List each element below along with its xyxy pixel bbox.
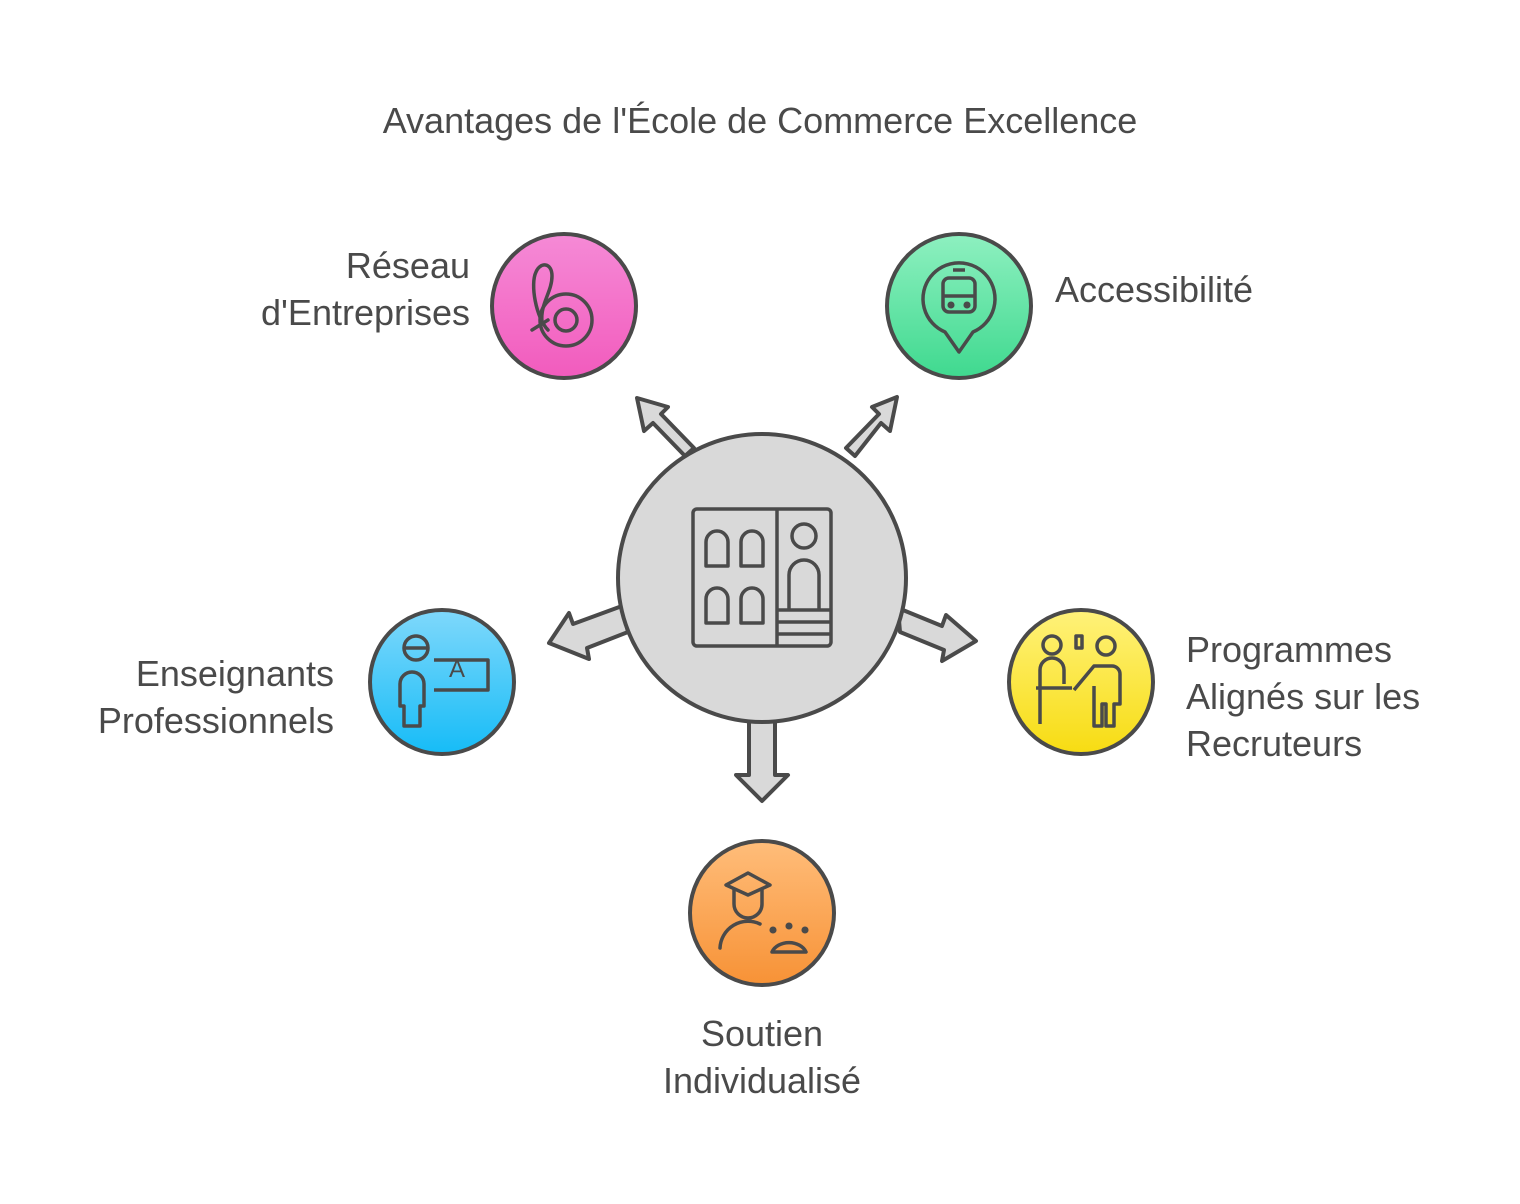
presenter-icon bbox=[1036, 634, 1122, 728]
label-reseau: Réseau d'Entreprises bbox=[261, 242, 470, 336]
graduate-support-icon bbox=[718, 871, 809, 954]
label-line: Réseau bbox=[345, 245, 470, 286]
node-reseau bbox=[490, 232, 638, 380]
node-programmes bbox=[1007, 608, 1155, 756]
label-enseignants: Enseignants Professionnels bbox=[98, 650, 334, 744]
label-programmes: Programmes Alignés sur les Recruteurs bbox=[1186, 626, 1420, 767]
arrow-to-enseignants bbox=[547, 604, 630, 661]
label-line: Enseignants bbox=[135, 653, 334, 694]
label-line: Accessibilité bbox=[1055, 269, 1254, 310]
label-line: Soutien bbox=[700, 1013, 824, 1054]
diagram-title: Avantages de l'École de Commerce Excelle… bbox=[382, 100, 1138, 141]
label-line: Alignés sur les bbox=[1186, 676, 1421, 717]
node-enseignants: A bbox=[368, 608, 516, 756]
node-soutien bbox=[688, 839, 836, 987]
label-line: Programmes bbox=[1186, 629, 1393, 670]
label-accessibilite: Accessibilité bbox=[1055, 266, 1253, 313]
arrow-to-reseau bbox=[635, 396, 696, 458]
train-location-icon bbox=[921, 261, 997, 354]
teacher-board-icon: A bbox=[398, 634, 490, 728]
arrow-to-soutien bbox=[734, 712, 790, 803]
business-network-icon bbox=[530, 263, 594, 348]
label-line: d'Entreprises bbox=[261, 292, 470, 333]
label-line: Recruteurs bbox=[1186, 723, 1363, 764]
node-accessibilite bbox=[885, 232, 1033, 380]
svg-text:A: A bbox=[449, 656, 465, 683]
arrow-to-programmes bbox=[896, 606, 978, 663]
school-building-icon bbox=[691, 507, 833, 648]
label-soutien: Soutien Individualisé bbox=[562, 1010, 962, 1104]
label-line: Individualisé bbox=[662, 1060, 862, 1101]
central-hub bbox=[616, 432, 908, 724]
label-line: Professionnels bbox=[97, 700, 334, 741]
arrow-to-accessibilite bbox=[844, 395, 899, 458]
